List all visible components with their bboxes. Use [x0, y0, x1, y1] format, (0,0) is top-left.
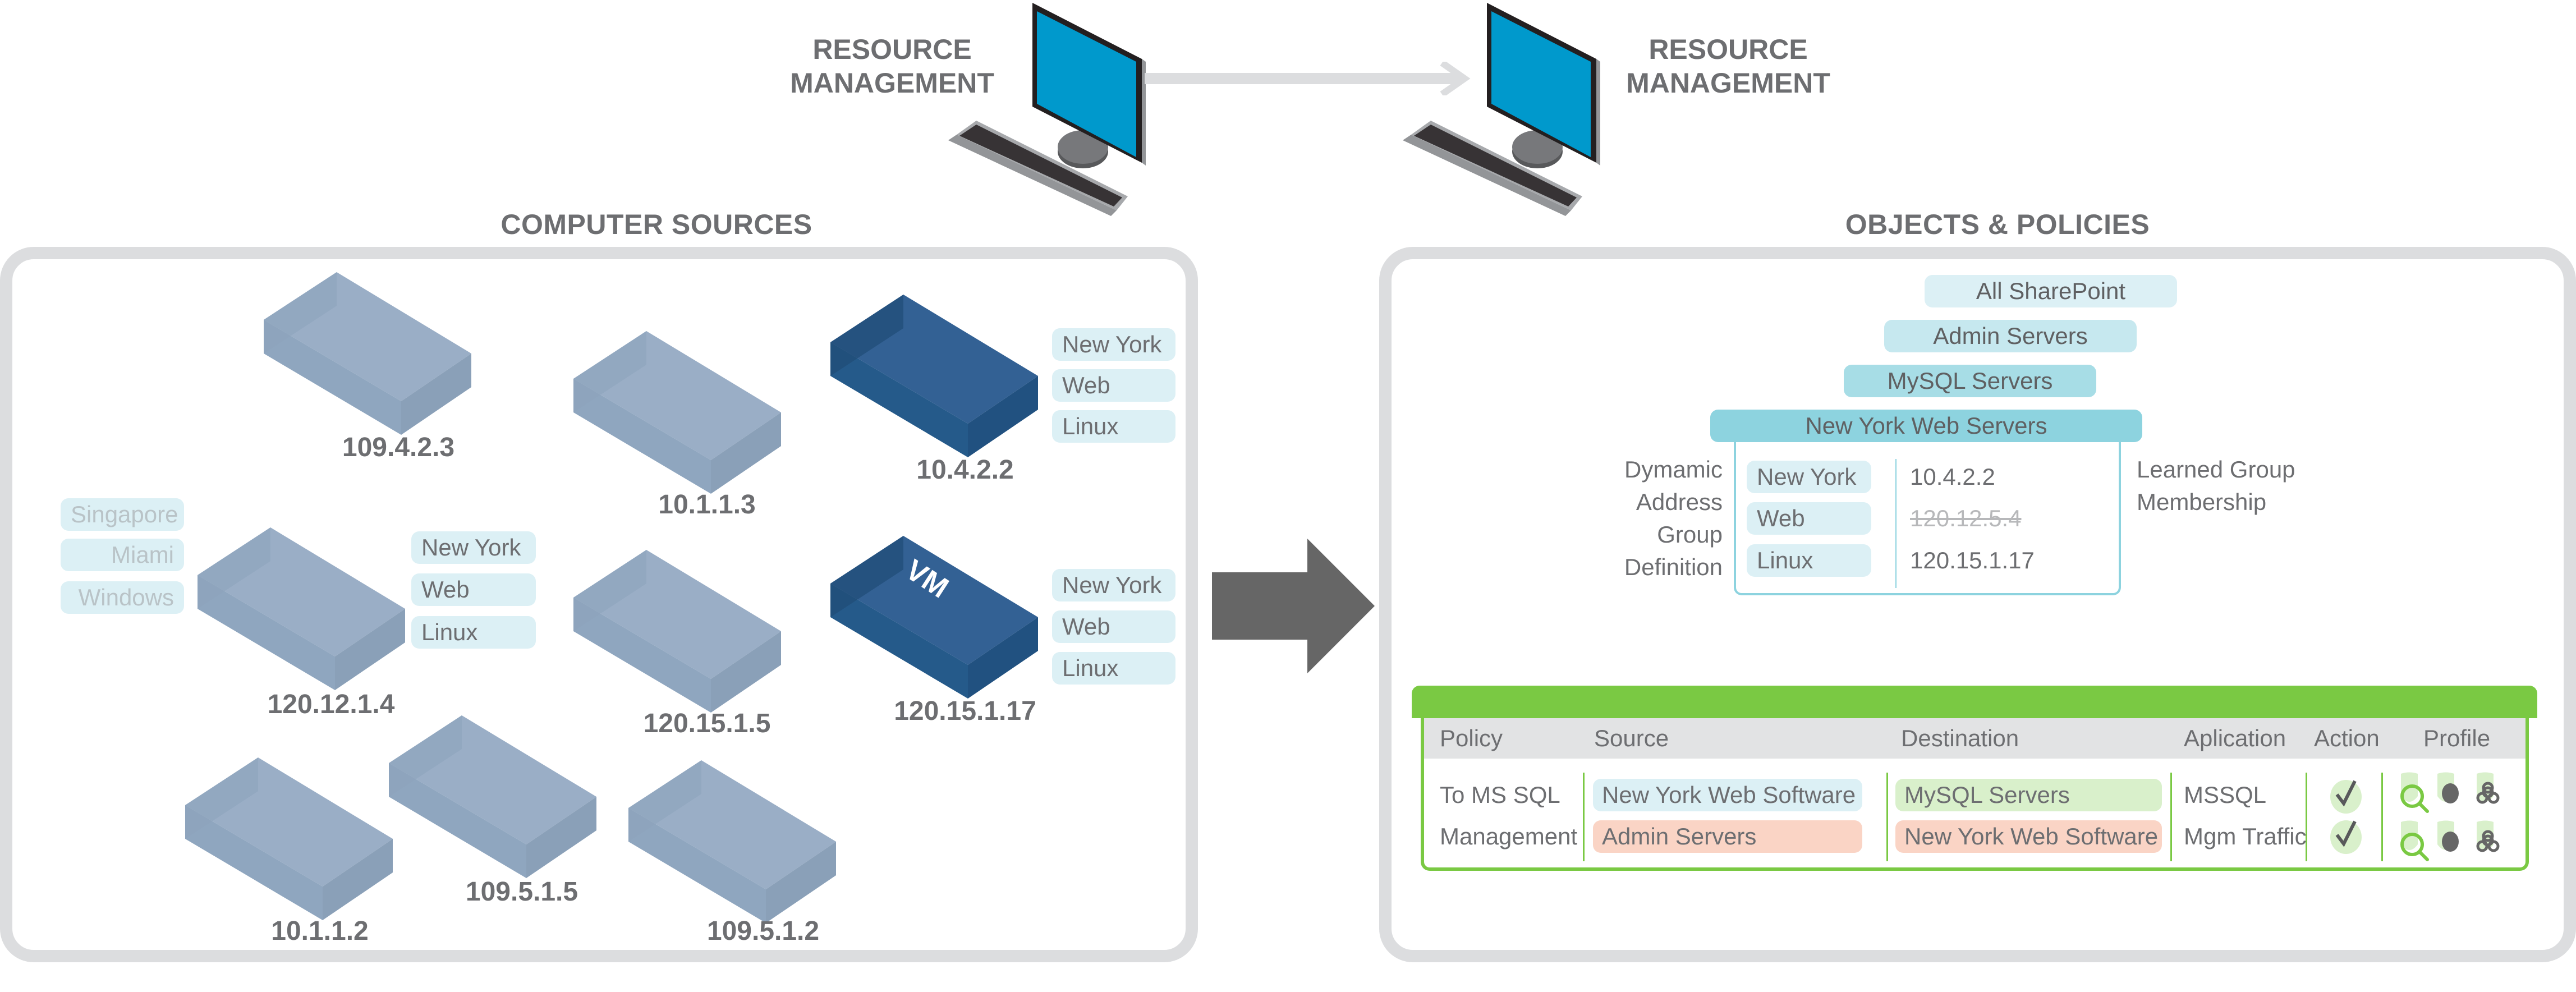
application: Mgm Traffic: [2184, 823, 2307, 849]
group-all-sharepoint[interactable]: All SharePoint: [1925, 275, 2177, 307]
dag-container: [1734, 441, 2121, 595]
host-ip: 10.1.1.3: [658, 490, 756, 520]
tag-linux: Linux: [1052, 410, 1175, 443]
col-application: Aplication: [2184, 725, 2286, 751]
destination-pill[interactable]: New York Web Software: [1895, 820, 2162, 853]
title-line: RESOURCE: [812, 34, 972, 65]
allow-check-icon: [2329, 775, 2363, 814]
policy-table-body: [1421, 718, 2529, 871]
host-ip: 109.4.2.3: [342, 433, 455, 462]
host-ip: 120.15.1.5: [643, 709, 771, 738]
server-box[interactable]: [628, 760, 836, 923]
col-source: Source: [1594, 725, 1669, 751]
policy-table-bar: [1412, 686, 2537, 718]
col-divider: [2170, 773, 2172, 861]
group-mysql-servers[interactable]: MySQL Servers: [1844, 365, 2096, 397]
antivirus-icon: [2442, 783, 2459, 803]
col-destination: Destination: [1901, 725, 2019, 751]
url-filtering-icon: [2400, 833, 2424, 856]
title-line: RESOURCE: [1649, 34, 1808, 65]
group-new-york-web-servers[interactable]: New York Web Servers: [1710, 410, 2142, 442]
dag-tag-web: Web: [1747, 502, 1871, 535]
flow-arrow-icon: [1212, 539, 1375, 673]
dag-tag-linux: Linux: [1747, 544, 1871, 577]
host-ip: 120.12.1.4: [267, 690, 395, 719]
tag-web: Web: [411, 573, 536, 606]
dag-label-line: Definition: [1624, 554, 1723, 580]
tag-linux: Linux: [411, 616, 536, 649]
policy-name-line: Management: [1440, 823, 1578, 849]
server-box[interactable]: [185, 757, 393, 920]
tag-new-york: New York: [411, 531, 536, 564]
tag-miami: Miami: [61, 539, 184, 571]
host-ip: 10.4.2.2: [916, 455, 1014, 485]
profile-icons: [2393, 819, 2527, 864]
destination-pill[interactable]: MySQL Servers: [1895, 779, 2162, 811]
member-ip: 10.4.2.2: [1910, 463, 1995, 490]
threat-icon: [2476, 830, 2500, 852]
source-pill[interactable]: Admin Servers: [1593, 820, 1862, 853]
server-box-highlighted[interactable]: [830, 295, 1038, 457]
member-ip: 120.15.1.17: [1910, 547, 2035, 573]
computer-icon: [943, 0, 1150, 224]
tag-web: Web: [1052, 610, 1175, 643]
server-box[interactable]: [573, 550, 781, 713]
title-line: MANAGEMENT: [1626, 67, 1830, 99]
dag-label: Dymamic Address Group Definition: [1582, 453, 1723, 584]
dag-label-line: Group: [1657, 521, 1723, 548]
col-policy: Policy: [1440, 725, 1503, 751]
learned-membership-label: Learned Group Membership: [2137, 453, 2316, 518]
tag-new-york: New York: [1052, 328, 1175, 361]
col-divider: [2381, 773, 2383, 861]
server-box[interactable]: [389, 715, 596, 878]
policy-table: Policy Source Destination Aplication Act…: [1412, 686, 2537, 875]
col-profile: Profile: [2423, 725, 2491, 751]
col-divider: [2306, 773, 2307, 861]
tag-linux: Linux: [1052, 652, 1175, 685]
policy-name-line: To MS SQL: [1440, 782, 1560, 808]
learned-label-line: Membership: [2137, 489, 2267, 515]
member-ip-removed: 120.12.5.4: [1910, 505, 2022, 531]
learned-label-line: Learned Group: [2137, 456, 2295, 483]
allow-check-icon: [2329, 816, 2363, 854]
group-admin-servers[interactable]: Admin Servers: [1884, 320, 2137, 352]
policy-name[interactable]: To MS SQL Management: [1440, 779, 1577, 853]
tag-new-york: New York: [1052, 569, 1175, 601]
col-divider: [1583, 773, 1585, 861]
host-ip: 120.15.1.17: [894, 696, 1036, 726]
profile-icons: [2393, 771, 2527, 816]
dag-label-line: Dymamic: [1624, 456, 1723, 483]
application: MSSQL: [2184, 782, 2267, 808]
threat-icon: [2476, 782, 2500, 804]
dag-divider: [1895, 459, 1897, 588]
col-action: Action: [2314, 725, 2380, 751]
resource-management-label-left: RESOURCE MANAGEMENT: [780, 33, 1004, 100]
host-ip: 109.5.1.2: [706, 916, 820, 946]
antivirus-icon: [2442, 832, 2459, 852]
title-line: MANAGEMENT: [790, 67, 994, 99]
url-filtering-icon: [2400, 784, 2424, 808]
host-ip: 109.5.1.5: [465, 877, 578, 907]
server-box[interactable]: [198, 527, 405, 690]
col-divider: [1886, 773, 1888, 861]
dag-tag-new-york: New York: [1747, 461, 1871, 493]
tag-web: Web: [1052, 369, 1175, 402]
host-ip: 10.1.1.2: [271, 916, 369, 946]
resource-management-label-right: RESOURCE MANAGEMENT: [1616, 33, 1840, 100]
server-box[interactable]: [264, 272, 471, 435]
objects-policies-heading: OBJECTS & POLICIES: [1845, 209, 2150, 240]
tag-singapore: Singapore: [61, 498, 184, 531]
source-pill[interactable]: New York Web Software: [1593, 779, 1862, 811]
policy-table-header: [1424, 718, 2526, 759]
computer-icon: [1397, 0, 1605, 224]
tag-windows: Windows: [61, 581, 184, 614]
sync-arrow-icon: [1145, 60, 1481, 97]
server-box[interactable]: [573, 331, 781, 494]
computer-sources-heading: COMPUTER SOURCES: [500, 209, 812, 240]
vm-box[interactable]: VM: [830, 536, 1038, 699]
dag-label-line: Address: [1636, 489, 1723, 515]
